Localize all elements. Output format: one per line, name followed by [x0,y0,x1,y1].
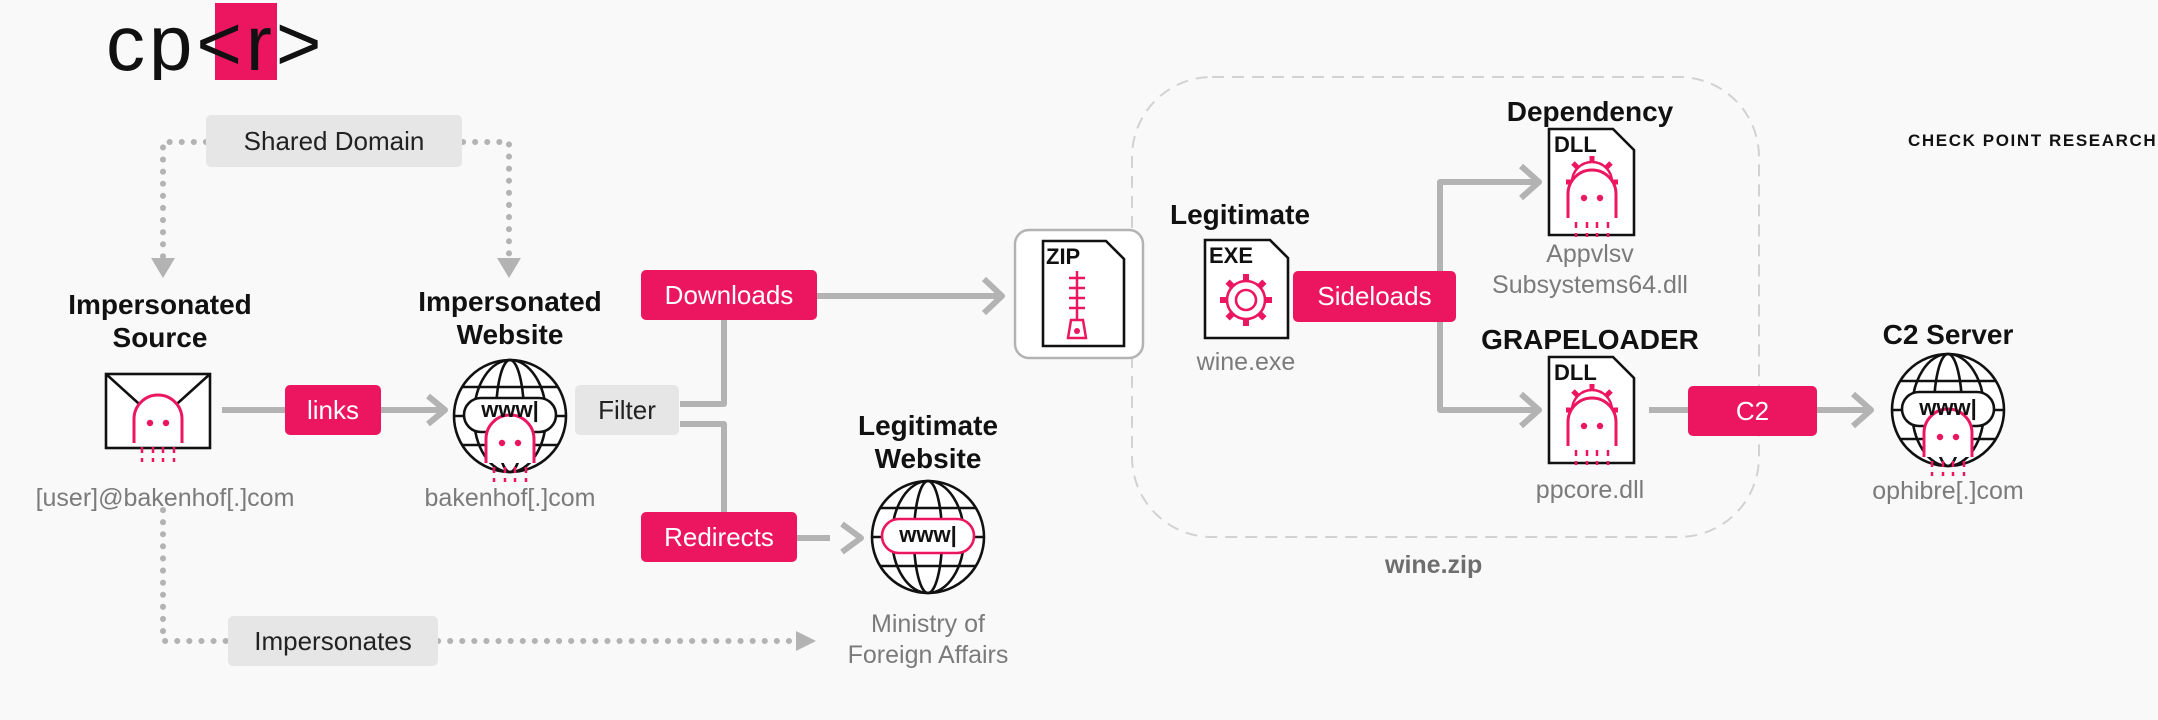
sideloads-label: Sideloads [1293,271,1456,322]
grapeloader-title: GRAPELOADER [1481,324,1699,355]
legit-website-title: Legitimate Website [857,410,999,474]
exe-file-tag: EXE [1209,243,1254,268]
website-caption: bakenhof[.]com [424,484,596,512]
links-label: links [285,385,381,435]
exe-title: Legitimate [1169,199,1311,230]
wine-zip-group-label: wine.zip [1385,551,1483,579]
dll-file-tag: DLL [1554,132,1597,157]
check-point-logo: cp<r> [106,0,325,80]
downloads-label: Downloads [641,270,817,320]
www-label: www| [481,397,539,422]
globe-ghost-icon [1890,352,2006,478]
logo-tagline: CHECK POINT RESEARCH [1908,131,2158,150]
zip-file-tag: ZIP [1046,244,1081,269]
logo-text: cp<r> [106,0,325,80]
envelope-ghost-icon [104,372,212,464]
shared-domain-label: Shared Domain [206,115,462,167]
website-title: Impersonated Website [418,286,602,350]
dependency-title: Dependency [1506,96,1674,127]
globe-ghost-icon [452,358,568,484]
dll-file-tag: DLL [1554,360,1597,385]
c2-caption: ophibre[.]com [1872,477,2024,505]
legit-website-caption: Ministry of Foreign Affairs [847,610,1009,669]
impersonates-label: Impersonates [228,616,438,666]
grapeloader-caption: ppcore.dll [1535,476,1645,504]
dll-ghost-icon [1547,127,1636,239]
source-caption: [user]@bakenhof[.]com [35,484,295,512]
redirects-label: Redirects [641,512,797,562]
dotted-arrowheads [151,258,816,651]
globe-icon [870,479,986,595]
zip-file-icon [1013,228,1145,360]
exe-gear-icon [1203,238,1290,340]
source-title: Impersonated Source [68,289,252,353]
dotted-connectors [160,139,803,644]
www-label: www| [1919,395,1977,420]
exe-caption: wine.exe [1196,348,1296,376]
www-label: www| [899,522,957,547]
dependency-caption: Appvlsv Subsystems64.dll [1492,240,1688,299]
dll-ghost-icon [1547,355,1636,467]
filter-label: Filter [575,385,679,435]
c2-title: C2 Server [1882,319,2014,350]
c2-label: C2 [1688,386,1817,436]
